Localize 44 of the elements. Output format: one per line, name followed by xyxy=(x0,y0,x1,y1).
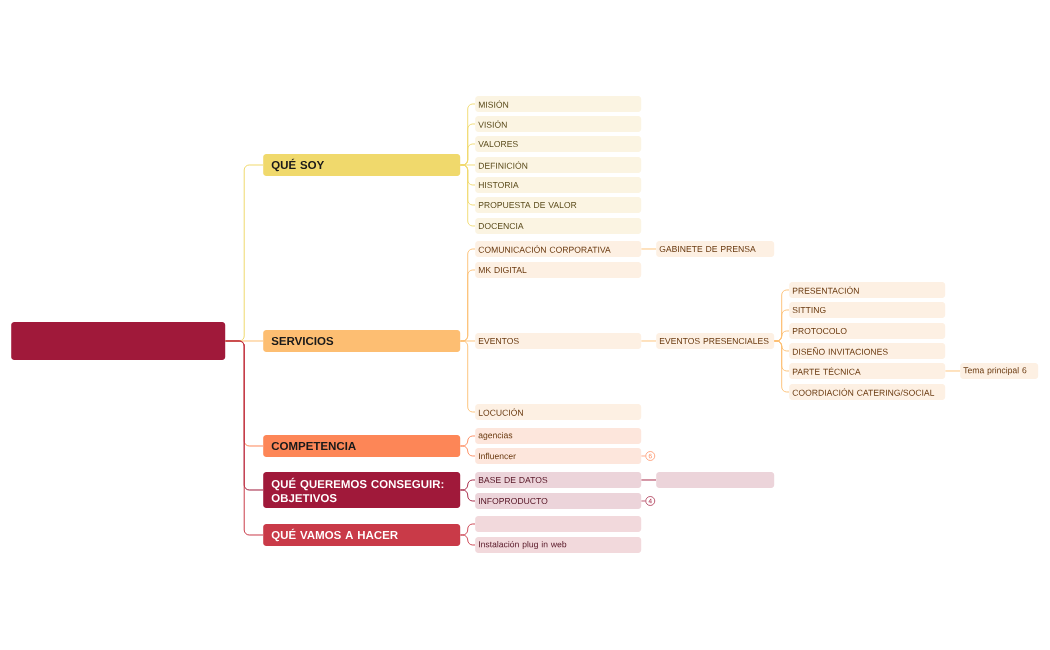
main-topic-box: SERVICIOS xyxy=(263,330,461,352)
branch-line xyxy=(640,340,657,342)
main-topic-box: COMPETENCIA xyxy=(263,435,461,457)
subtopic-box: GABINETE DE PRENSA xyxy=(656,241,775,257)
main-topic-box: QUÉ QUEREMOS CONSEGUIR: OBJETIVOS xyxy=(263,472,461,508)
branch-line xyxy=(224,340,264,536)
branch-line xyxy=(944,370,961,372)
subtopic-box: EVENTOS xyxy=(475,333,642,349)
branch-line xyxy=(459,534,476,546)
subtopic-box: VALORES xyxy=(475,136,642,152)
central-topic-box xyxy=(11,322,226,360)
branch-line xyxy=(773,340,790,393)
subtopic-box xyxy=(475,516,642,532)
branch-line xyxy=(640,248,657,250)
subtopic-box: EVENTOS PRESENCIALES xyxy=(656,333,775,349)
branch-line xyxy=(459,164,476,227)
subtopic-box: VISIÓN xyxy=(475,116,642,132)
subtopic-box: DOCENCIA xyxy=(475,218,642,234)
subtopic-box: MK DIGITAL xyxy=(475,262,642,278)
subtopic-box: DISEÑO INVITACIONES xyxy=(789,343,946,359)
branch-line xyxy=(459,340,476,413)
subtopic-box xyxy=(656,472,775,488)
subtopic-box: Influencer xyxy=(475,448,642,464)
subtopic-box: BASE DE DATOS xyxy=(475,472,642,488)
subtopic-box: PROPUESTA DE VALOR xyxy=(475,197,642,213)
subtopic-box: PARTE TÉCNICA xyxy=(789,363,946,379)
branch-line xyxy=(640,479,657,481)
subtopic-box: agencias xyxy=(475,428,642,444)
subtopic-box: COMUNICACIÓN CORPORATIVA xyxy=(475,241,642,257)
main-topic-box: QUÉ VAMOS A HACER xyxy=(263,524,461,546)
subtopic-box: Tema principal 6 xyxy=(960,363,1039,379)
main-topic-box: QUÉ SOY xyxy=(263,154,461,176)
subtopic-box: INFOPRODUCTO xyxy=(475,493,642,509)
subtopic-box: PROTOCOLO xyxy=(789,323,946,339)
branch-line xyxy=(459,489,476,502)
subtopic-box: DEFINICIÓN xyxy=(475,157,642,173)
subtopic-box: PRESENTACIÓN xyxy=(789,282,946,298)
branch-line xyxy=(459,445,476,457)
subtopic-box: LOCUCIÓN xyxy=(475,404,642,420)
subtopic-box: MISIÓN xyxy=(475,96,642,112)
subtopic-box: HISTORIA xyxy=(475,177,642,193)
subtopic-box: COORDIACIÓN CATERING/SOCIAL xyxy=(789,384,946,400)
subtopic-box: Instalación plug in web xyxy=(475,537,642,553)
subtopic-box: SITTING xyxy=(789,302,946,318)
